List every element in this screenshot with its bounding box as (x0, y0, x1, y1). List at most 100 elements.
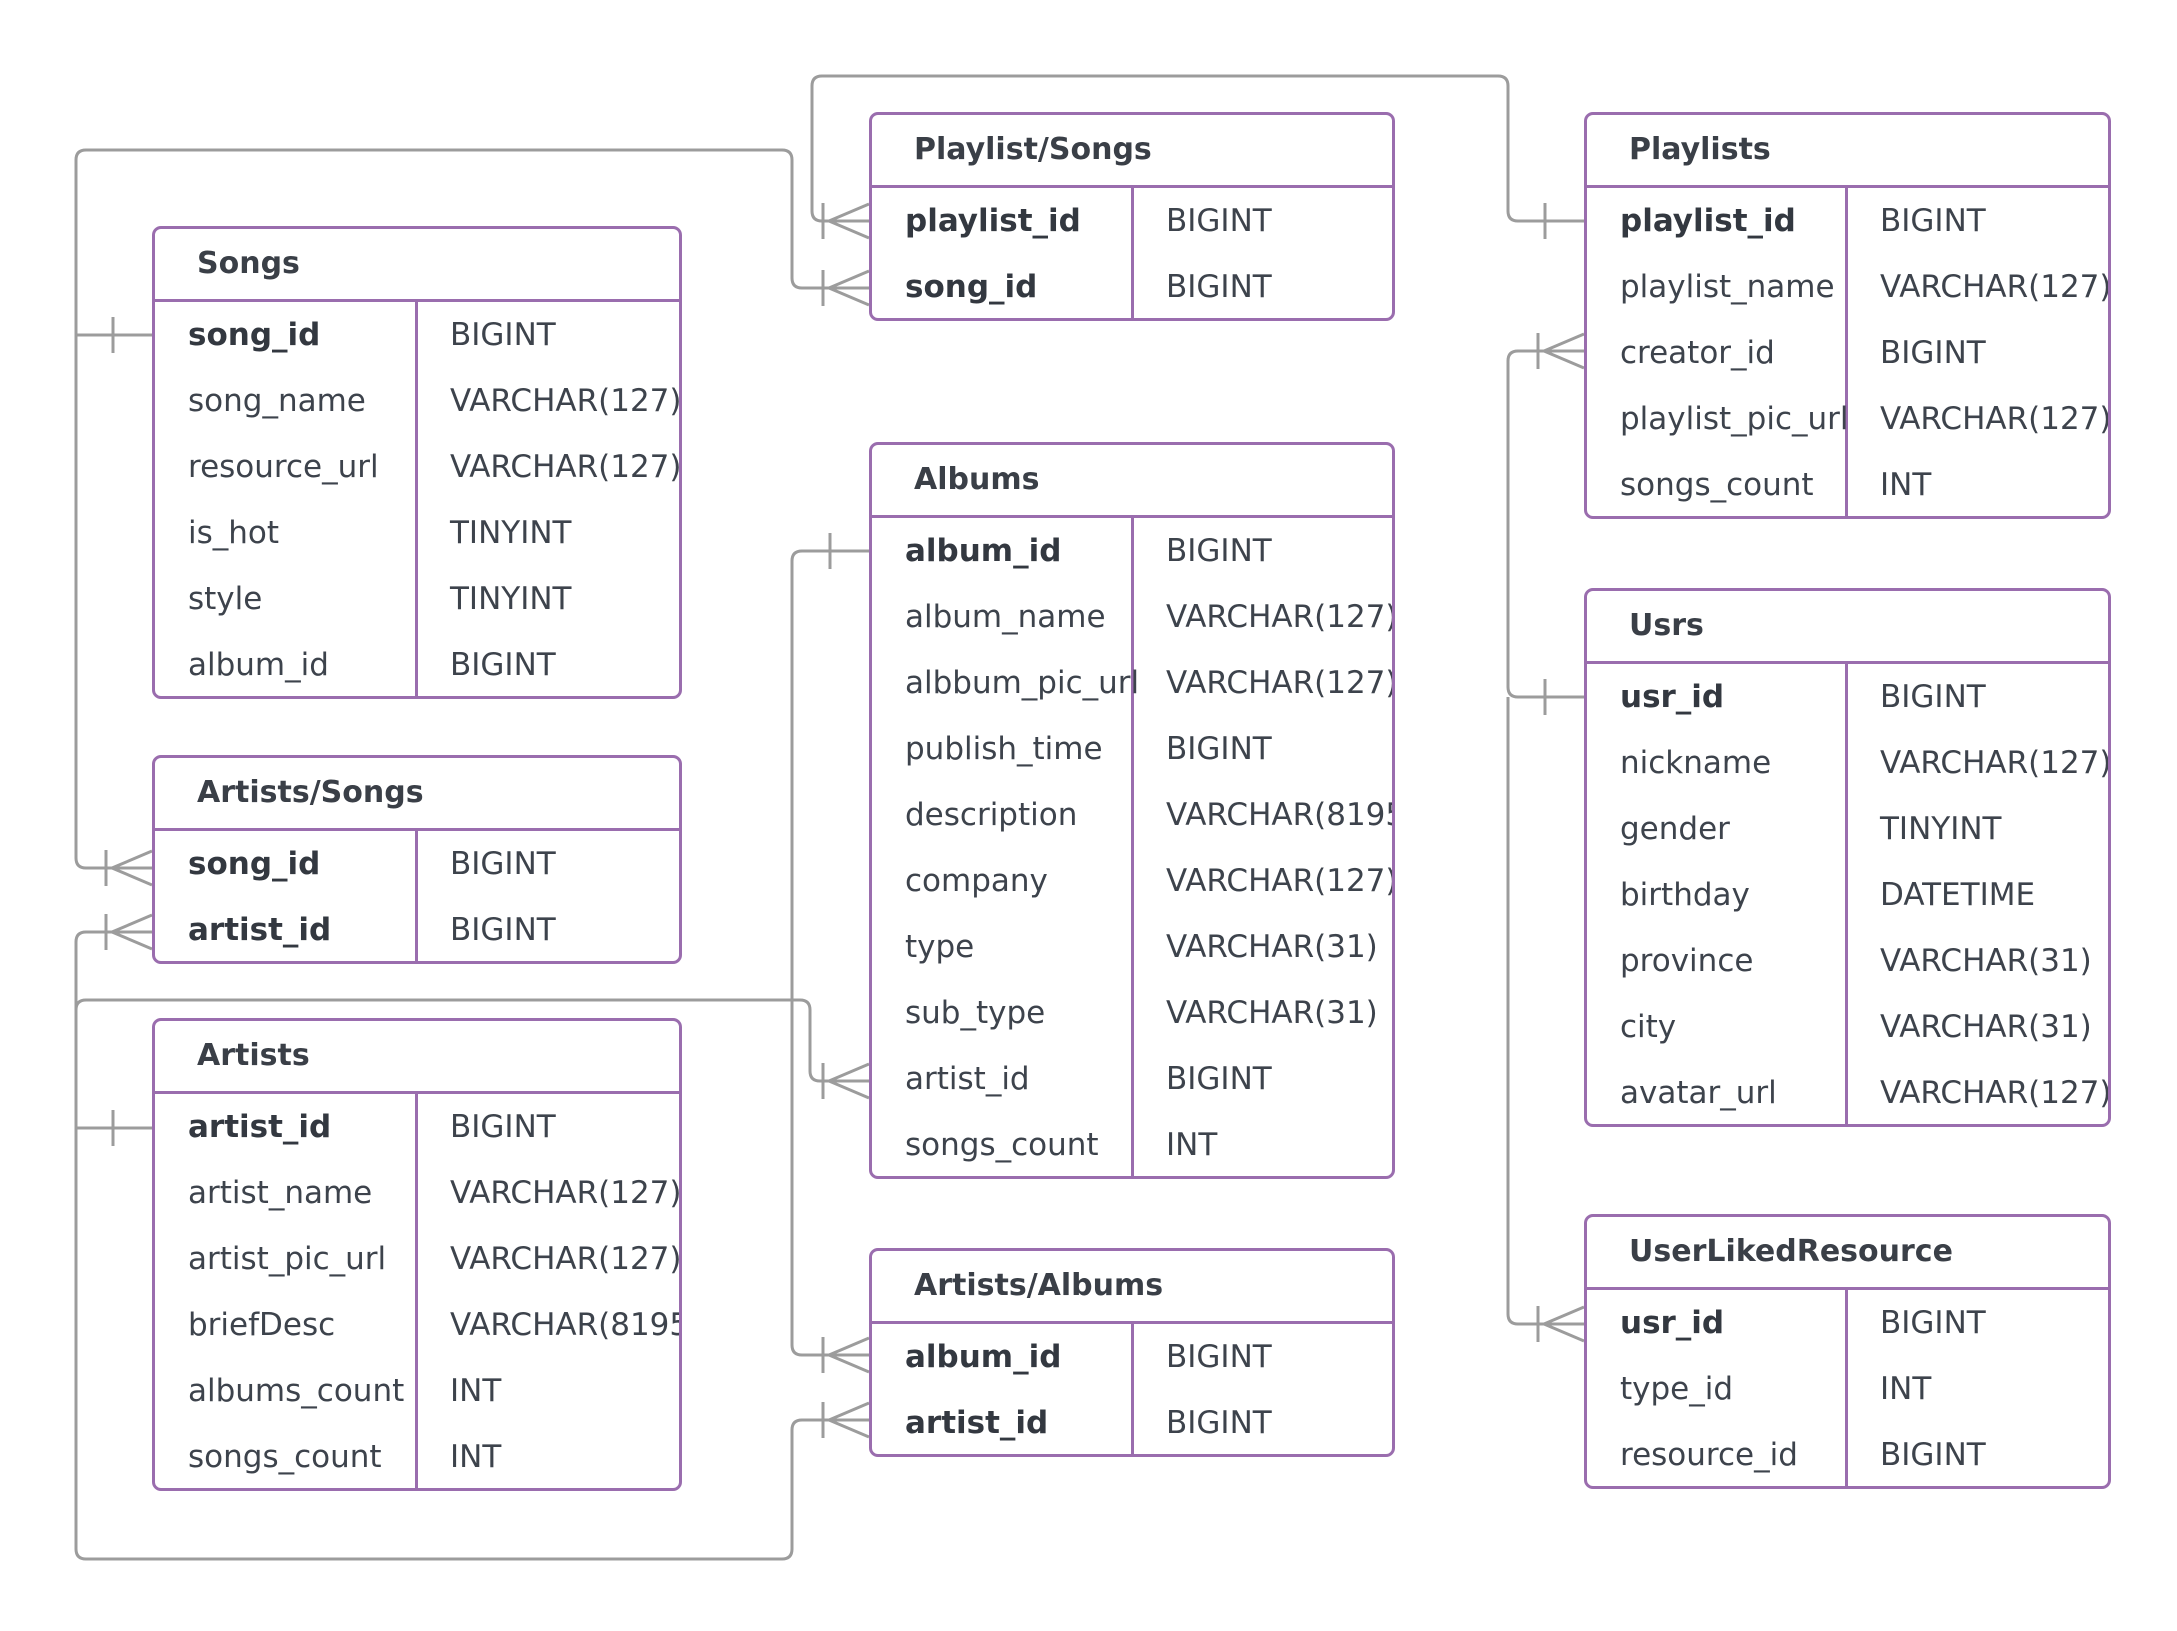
field-row-playlist_name: playlist_name VARCHAR(127) (1587, 254, 2108, 320)
field-row-company: company VARCHAR(127) (872, 848, 1392, 914)
field-name: song_id (188, 846, 321, 882)
field-type: VARCHAR(8195) (450, 1307, 682, 1343)
field-type: BIGINT (450, 317, 556, 353)
field-type: VARCHAR(8195) (1166, 797, 1395, 833)
field-name: usr_id (1620, 1305, 1725, 1341)
many-playlists-creatorid (1543, 332, 1585, 370)
field-type: VARCHAR(127) (450, 1241, 682, 1277)
field-type: TINYINT (1880, 811, 2002, 847)
field-row-description: description VARCHAR(8195) (872, 782, 1392, 848)
field-row-publish_time: publish_time BIGINT (872, 716, 1392, 782)
field-type: VARCHAR(127) (1166, 665, 1395, 701)
field-name: sub_type (905, 995, 1046, 1031)
column-divider (1131, 1324, 1134, 1454)
field-type: BIGINT (1166, 1061, 1272, 1097)
field-row-usr_id: usr_id BIGINT (1587, 664, 2108, 730)
line-artists-to-artistssongs (74, 930, 152, 1130)
field-type: BIGINT (1166, 731, 1272, 767)
field-type: BIGINT (1880, 1305, 1986, 1341)
field-name: province (1620, 943, 1754, 979)
column-divider (415, 831, 418, 961)
field-name: description (905, 797, 1078, 833)
field-name: artist_pic_url (188, 1241, 387, 1277)
field-name: birthday (1620, 877, 1750, 913)
field-name: style (188, 581, 263, 617)
field-row-playlist_id: playlist_id BIGINT (1587, 188, 2108, 254)
many-artistsalbums-albumid (828, 1336, 870, 1374)
field-name: artist_name (188, 1175, 373, 1211)
field-name: albbum_pic_url (905, 665, 1140, 701)
column-divider (1131, 518, 1134, 1176)
field-name: song_id (188, 317, 321, 353)
field-type: VARCHAR(127) (450, 449, 682, 485)
column-divider (1845, 188, 1848, 516)
field-name: album_id (905, 533, 1062, 569)
field-name: songs_count (905, 1127, 1099, 1163)
line-artists-to-artistsalbums (74, 1128, 869, 1561)
field-name: artist_id (905, 1061, 1030, 1097)
field-name: artist_id (905, 1405, 1049, 1441)
field-type: BIGINT (1880, 203, 1986, 239)
field-name: usr_id (1620, 679, 1725, 715)
field-row-songs_count: songs_count INT (1587, 452, 2108, 516)
field-type: VARCHAR(127) (1166, 599, 1395, 635)
field-row-albbum_pic_url: albbum_pic_url VARCHAR(127) (872, 650, 1392, 716)
field-name: song_id (905, 269, 1038, 305)
field-row-style: style TINYINT (155, 566, 679, 632)
line-usrs-to-playlists (1506, 349, 1584, 699)
field-row-birthday: birthday DATETIME (1587, 862, 2108, 928)
field-type: BIGINT (1166, 533, 1272, 569)
field-type: VARCHAR(127) (1880, 269, 2111, 305)
field-name: nickname (1620, 745, 1772, 781)
entity-title: Usrs (1587, 591, 2108, 664)
field-name: playlist_id (1620, 203, 1796, 239)
field-type: INT (1880, 467, 1932, 503)
many-artistssongs-songid (111, 849, 153, 887)
entity-title: Playlist/Songs (872, 115, 1392, 188)
field-type: VARCHAR(31) (1880, 1009, 2092, 1045)
field-type: VARCHAR(127) (1166, 863, 1395, 899)
line-playlists-to-playlistsongs (810, 74, 1584, 223)
field-row-artist_pic_url: artist_pic_url VARCHAR(127) (155, 1226, 679, 1292)
field-name: publish_time (905, 731, 1103, 767)
field-name: songs_count (1620, 467, 1814, 503)
column-divider (1845, 1290, 1848, 1486)
field-type: VARCHAR(31) (1880, 943, 2092, 979)
field-type: BIGINT (1166, 269, 1272, 305)
field-type: INT (450, 1373, 502, 1409)
field-type: BIGINT (450, 912, 556, 948)
field-name: playlist_name (1620, 269, 1835, 305)
field-row-album_id: album_id BIGINT (872, 518, 1392, 584)
field-name: album_name (905, 599, 1106, 635)
entity-title: Artists/Songs (155, 758, 679, 831)
field-type: VARCHAR(31) (1166, 929, 1378, 965)
field-type: BIGINT (1880, 1437, 1986, 1473)
line-albums-to-artistsalbums (790, 549, 869, 1357)
field-type: TINYINT (450, 581, 572, 617)
field-name: type (905, 929, 975, 965)
field-type: DATETIME (1880, 877, 2036, 913)
field-name: company (905, 863, 1048, 899)
field-type: BIGINT (1880, 679, 1986, 715)
